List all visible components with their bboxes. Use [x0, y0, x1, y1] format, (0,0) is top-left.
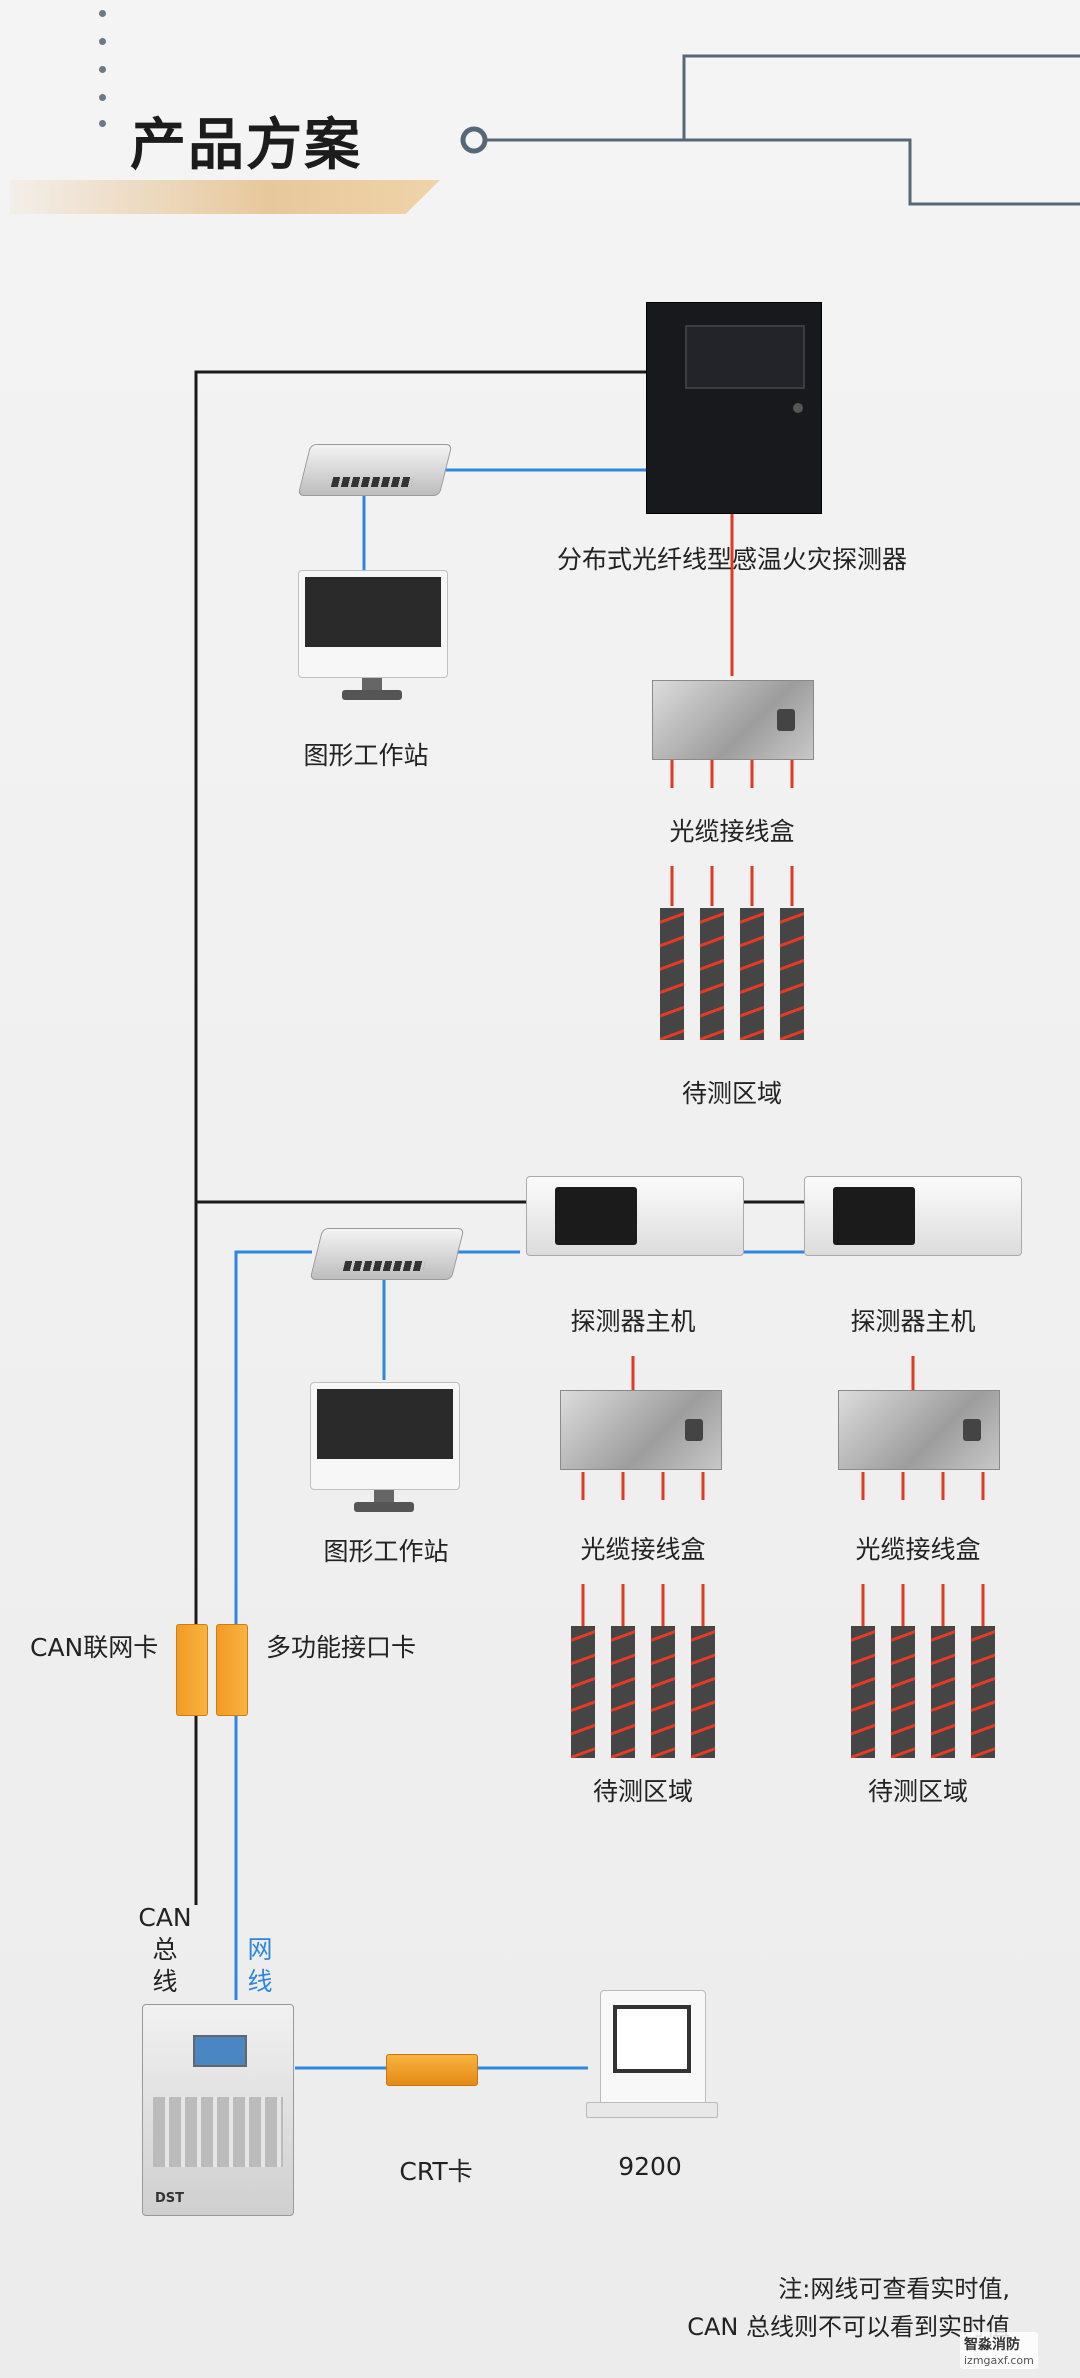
fiber-coil	[571, 1626, 595, 1758]
label-can-card: CAN联网卡	[30, 1633, 159, 1662]
workstation-mid	[310, 1382, 460, 1512]
detector-host-1	[526, 1176, 744, 1256]
header-frame	[484, 54, 1080, 206]
watermark: 智淼消防 izmgaxf.com	[960, 2332, 1038, 2369]
fiber-coil	[700, 908, 724, 1040]
lock-icon	[963, 1419, 981, 1441]
crt-card-device	[386, 2054, 478, 2086]
title-underline-bar	[10, 180, 440, 214]
fiber-coil	[851, 1626, 875, 1758]
fiber-coil	[660, 908, 684, 1040]
monitor-icon	[310, 1382, 460, 1490]
distributed-fiber-detector-panel	[646, 302, 822, 514]
footnote-line-1: 注:网线可查看实时值,	[778, 2275, 1010, 2303]
panel-key-icon	[793, 403, 803, 413]
controller-panel-strips	[153, 2097, 283, 2167]
label-splice-box-top: 光缆接线盒	[669, 817, 795, 846]
label-distributed-detector: 分布式光纤线型感温火灾探测器	[556, 545, 908, 574]
header-dot	[99, 120, 106, 127]
fiber-coil	[691, 1626, 715, 1758]
fiber-coil	[740, 908, 764, 1040]
can-bus-lines	[194, 370, 808, 1905]
host-display	[555, 1187, 637, 1245]
label-host-1: 探测器主机	[570, 1307, 696, 1336]
network-switch-mid	[309, 1228, 465, 1280]
label-workstation-mid: 图形工作站	[323, 1537, 449, 1566]
controller-logo: DST	[155, 2191, 185, 2206]
controller-lcd	[193, 2035, 247, 2067]
fiber-coil	[611, 1626, 635, 1758]
panel-display	[685, 325, 805, 389]
fiber-lines	[581, 514, 985, 1626]
monitor-icon	[298, 570, 448, 678]
header-frame-node	[460, 126, 488, 154]
workstation-top	[298, 570, 448, 700]
splice-box-2	[838, 1390, 1000, 1470]
watermark-url: izmgaxf.com	[964, 2354, 1034, 2367]
header-dot	[99, 66, 106, 73]
fiber-coil	[971, 1626, 995, 1758]
fiber-coil	[931, 1626, 955, 1758]
pc-screen	[613, 2005, 691, 2073]
label-network-line: 网 线	[247, 1935, 273, 1996]
multi-function-interface-card	[216, 1624, 248, 1716]
fiber-coil	[891, 1626, 915, 1758]
header-dot	[99, 94, 106, 101]
header-dot	[99, 38, 106, 45]
can-network-card	[176, 1624, 208, 1716]
network-switch-top	[297, 444, 453, 496]
lock-icon	[685, 1419, 703, 1441]
switch-ports	[330, 477, 414, 487]
label-splice-box-2: 光缆接线盒	[855, 1535, 981, 1564]
detector-host-2	[804, 1176, 1022, 1256]
label-pc-9200: 9200	[618, 2152, 682, 2181]
fiber-coil	[780, 908, 804, 1040]
label-can-bus: CAN 总 线	[138, 1903, 192, 1996]
splice-box-top	[652, 680, 814, 760]
switch-ports	[342, 1261, 426, 1271]
watermark-name: 智淼消防	[964, 2337, 1020, 2353]
label-host-2: 探测器主机	[850, 1307, 976, 1336]
label-crt-card: CRT卡	[399, 2157, 473, 2186]
label-multi-card: 多功能接口卡	[266, 1633, 417, 1662]
footnote: 注:网线可查看实时值, CAN 总线则不可以看到实时值	[687, 2270, 1010, 2346]
fire-alarm-controller: DST	[142, 2004, 294, 2216]
pc-keyboard-base	[586, 2102, 718, 2118]
host-display	[833, 1187, 915, 1245]
label-zone-2: 待测区域	[867, 1777, 969, 1806]
fiber-coil	[651, 1626, 675, 1758]
label-zone-top: 待测区域	[681, 1079, 783, 1108]
pc-9200-monitor	[600, 1990, 706, 2112]
label-splice-box-1: 光缆接线盒	[580, 1535, 706, 1564]
label-workstation-top: 图形工作站	[303, 741, 429, 770]
label-zone-1: 待测区域	[592, 1777, 694, 1806]
header-dot	[99, 10, 106, 17]
splice-box-1	[560, 1390, 722, 1470]
lock-icon	[777, 709, 795, 731]
page-title: 产品方案	[130, 113, 362, 178]
footnote-line-2: CAN 总线则不可以看到实时值	[687, 2313, 1010, 2341]
